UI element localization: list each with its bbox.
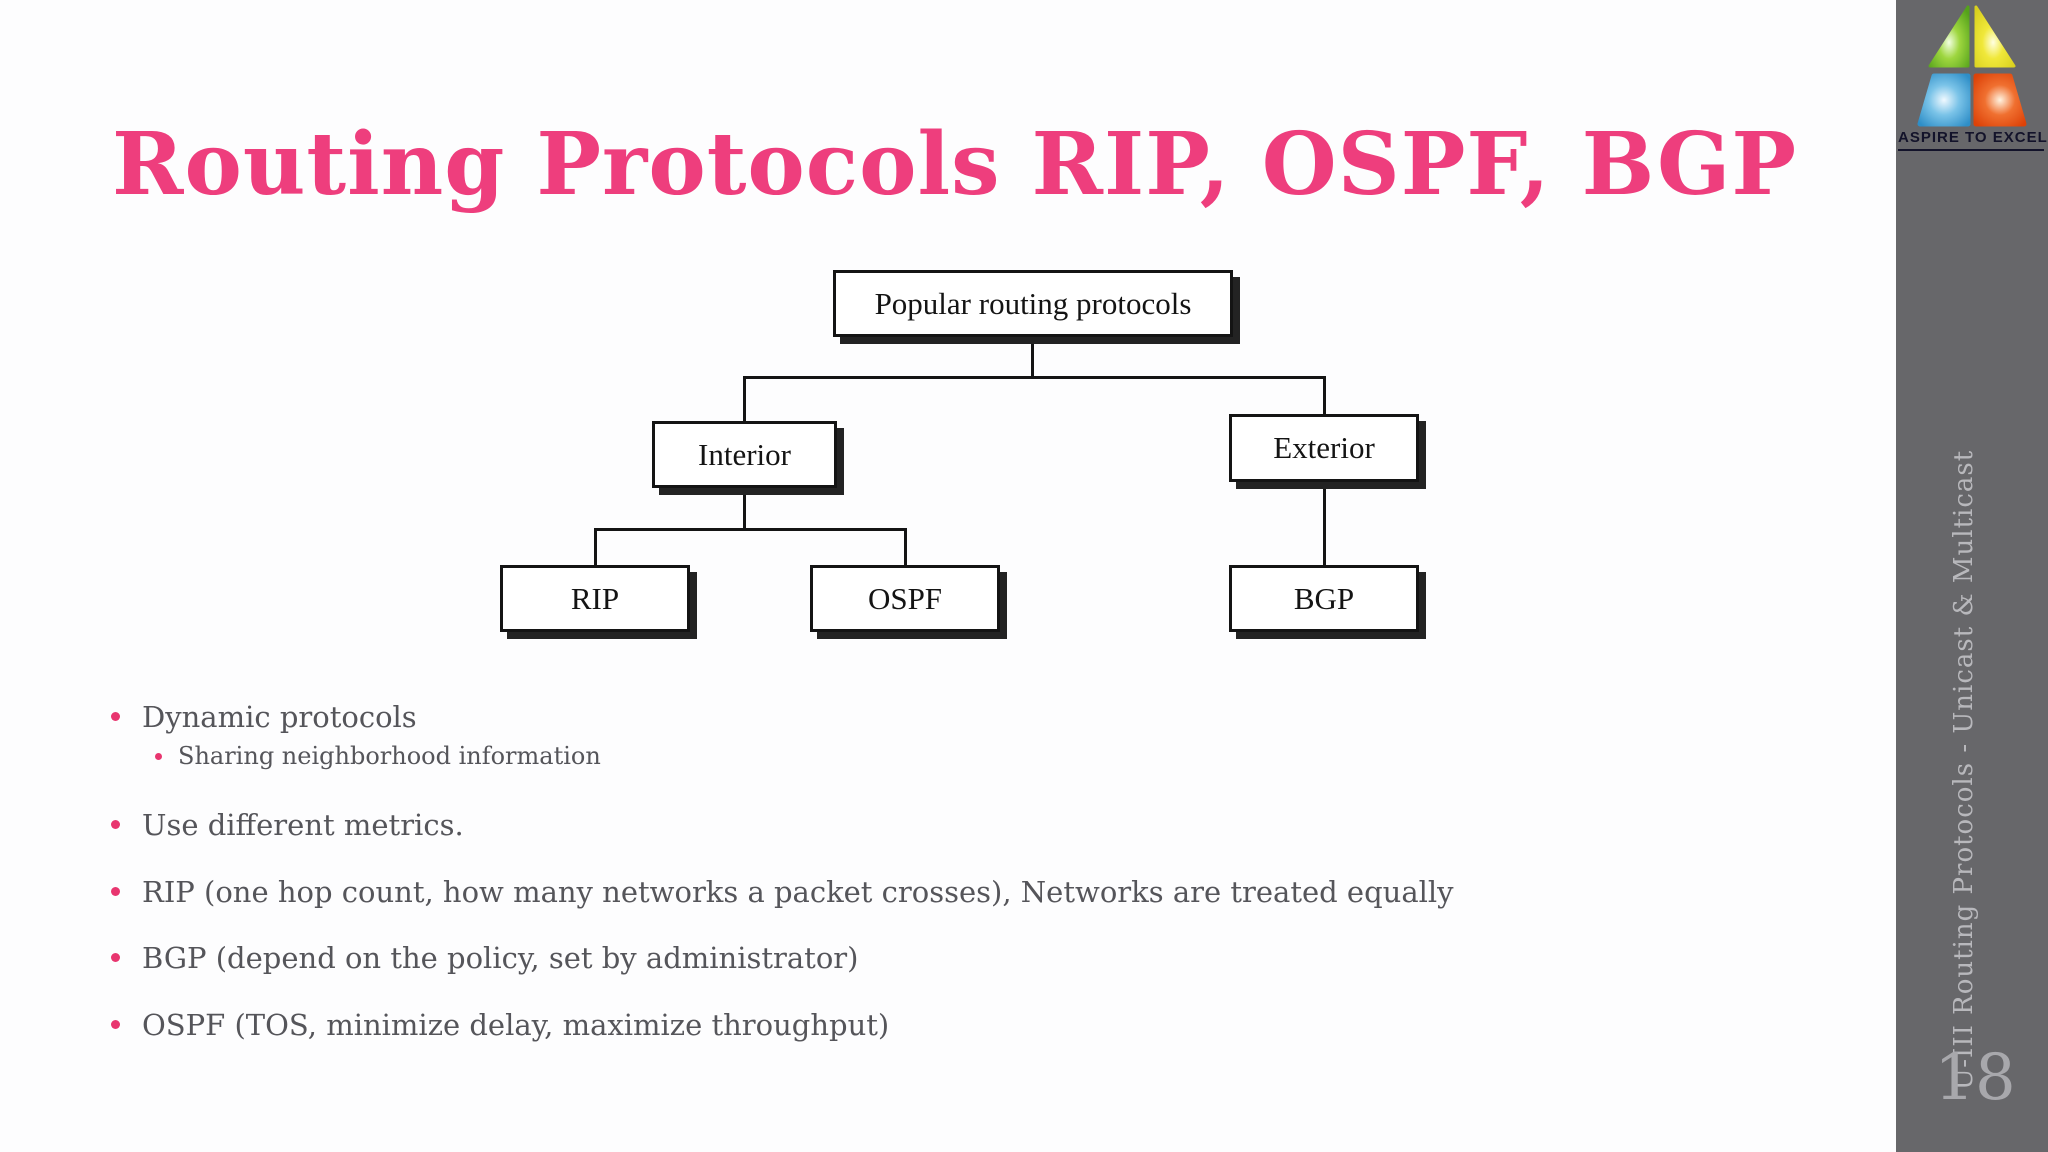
bullet-rip-metric: RIP (one hop count, how many networks a …: [108, 875, 1454, 909]
bullet-dot-icon: [111, 953, 120, 962]
tree-node-label: OSPF: [867, 580, 943, 616]
connector-level2-horizontal: [594, 528, 907, 531]
bullet-dot-icon: [111, 887, 120, 896]
tree-node-label: RIP: [570, 580, 620, 616]
bullet-ospf-metric: OSPF (TOS, minimize delay, maximize thro…: [108, 1008, 889, 1042]
tree-node-popular-routing-protocols: Popular routing protocols: [833, 270, 1233, 337]
aspire-logo-icon: [1917, 5, 2027, 127]
bullet-dot-icon: [111, 820, 120, 829]
tree-node-label: BGP: [1293, 580, 1355, 616]
bullet-dynamic-protocols: Dynamic protocols: [108, 700, 417, 734]
tree-node-ospf: OSPF: [810, 565, 1000, 632]
page-number: 18: [1934, 1041, 2016, 1115]
bullet-dot-icon: [111, 1020, 120, 1029]
bullet-dot-icon: [155, 753, 162, 760]
tree-node-exterior: Exterior: [1229, 414, 1419, 482]
sidebar-vertical-label: U-III Routing Protocols - Unicast & Mult…: [1949, 449, 1979, 1091]
connector-exterior-drop: [1323, 376, 1326, 416]
bullet-bgp-metric: BGP (depend on the policy, set by admini…: [108, 941, 858, 975]
connector-bgp-drop: [1323, 480, 1326, 567]
connector-rip-drop: [594, 528, 597, 567]
slide-title: Routing Protocols RIP, OSPF, BGP: [112, 114, 1798, 215]
sidebar: [1896, 0, 2048, 1152]
tree-node-rip: RIP: [500, 565, 690, 632]
tree-node-label: Exterior: [1273, 430, 1375, 465]
logo-caption: ASPIRE TO EXCEL: [1898, 129, 2047, 151]
connector-interior-drop: [743, 376, 746, 423]
tree-node-bgp: BGP: [1229, 565, 1419, 632]
connector-interior-down: [743, 486, 746, 530]
connector-level1-horizontal: [743, 376, 1326, 379]
bullet-dot-icon: [111, 712, 120, 721]
tree-node-label: Popular routing protocols: [874, 285, 1192, 321]
bullet-sharing-neighborhood: Sharing neighborhood information: [152, 742, 601, 770]
connector-root-down: [1031, 337, 1034, 378]
tree-node-label: Interior: [698, 436, 791, 472]
bullet-use-different-metrics: Use different metrics.: [108, 808, 464, 842]
connector-ospf-drop: [904, 528, 907, 567]
tree-node-interior: Interior: [652, 421, 837, 488]
